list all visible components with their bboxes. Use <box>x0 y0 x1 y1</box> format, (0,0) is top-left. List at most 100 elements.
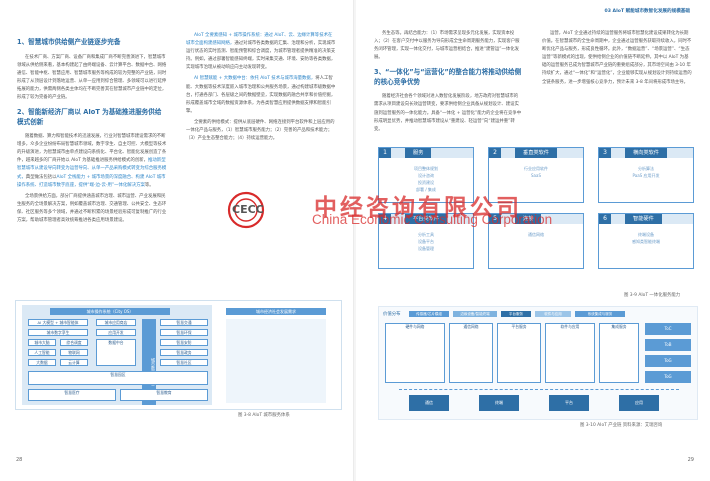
aiot-service-figure: 1 服务 项目整体规划 设计咨询 投资建设 部署 / 集成 2 垂直类软件 行业… <box>378 147 696 287</box>
tile-line: 设计咨询 <box>418 173 434 178</box>
tile-number: 1 <box>379 148 391 158</box>
figure-tile: 3 横向类软件 分析算法 PaaS 应用开发 <box>598 147 694 203</box>
figure-tile: 4 平台类软件 分析工具 设备平台 设备管理 <box>378 213 474 269</box>
figure-right-panel <box>226 319 326 403</box>
figure-item: 数据中台 <box>96 339 136 366</box>
tile-line: 投资建设 <box>418 180 434 185</box>
highlight-text: AIoT 全栈能力 + 城市场景的深度融合、构建 AIoT 城市操作系统、打造城… <box>17 174 166 188</box>
tile-title: 智能硬件 <box>625 214 662 224</box>
chain-block: 平台服务 <box>497 323 541 383</box>
figure-item: AI 大模型 + 城市智能体 <box>28 319 88 326</box>
figure-item: 智慧交通 <box>160 319 208 326</box>
chain-block: 软件与应用 <box>545 323 595 383</box>
right-column-2: 运营，AIoT 企业通过持续的运营服务将城市智慧化建设成果转化为长期价值。在智慧… <box>542 30 692 90</box>
legend-item: 系统集成与服务 <box>575 311 625 317</box>
highlight-text: AI 智慧赋能 + 大数据中台：依托 AIoT 技术与城市海量数据， <box>194 76 316 82</box>
tile-number: 6 <box>599 214 611 224</box>
chain-block: 通信网络 <box>449 323 493 383</box>
paragraph: 务生态等。再结合能力：（1）市场需求呈现多元化发展，实现资本投入；（2）在客户交… <box>374 31 520 61</box>
highlight-text: AIoT 全要素感知 + 城市操作系统：通过 AIoT、云、边缘计算等技术在城市… <box>186 33 333 47</box>
legend-item: 平台服务 <box>501 311 531 317</box>
bottom-block: 应用 <box>619 395 659 411</box>
figure-item: 智慧政务 <box>160 349 208 356</box>
tile-title: 垂直类软件 <box>515 148 557 158</box>
paragraph: 在技术厂商、方案厂商、设备厂商和集成厂商不断完善演进下，智慧城市领域从供给侧来看… <box>17 54 167 100</box>
left-column-2: AIoT 全要素感知 + 城市操作系统：通过 AIoT、云、边缘计算等技术在城市… <box>186 32 336 146</box>
figure-item: 应用开发 <box>96 329 136 336</box>
tile-line: 部署 / 集成 <box>416 187 436 192</box>
aiot-industry-chain-figure: 价值分布 传感器/芯片模组 边缘设备/智能终端 平台服务 软件与应用 系统集成与… <box>378 306 698 420</box>
figure-item: 智慧安防 <box>160 339 208 346</box>
section-title-2: 2、智能新经济厂商以 AIoT 为基础推进服务供给模式创新 <box>17 108 162 126</box>
city-os-figure: 城市操作系统（City OS） AI 大模型 + 城市智能体 城市数字孪生 城市… <box>15 300 342 410</box>
figure-tile: 2 垂直类软件 行业应用软件 SaaS <box>488 147 584 203</box>
figure-tile: 1 服务 项目整体规划 设计咨询 投资建设 部署 / 集成 <box>378 147 474 203</box>
legend-item: 传感器/芯片模组 <box>409 311 449 317</box>
tile-number: 3 <box>599 148 611 158</box>
legend-item: 软件与应用 <box>535 311 571 317</box>
paragraph: 随着经济社会各个领域对进入数智化发展阶段，地方政府对智慧城市的需求从项目建设向长… <box>374 94 522 132</box>
figure-item: 云计算 <box>60 359 88 366</box>
paragraph: 随着数据、算力和智能技术的迅速发展，行业对智慧城市建设需求的不断增多，众多企业纷… <box>17 133 167 190</box>
figure-title: 城市操作系统（City OS） <box>50 308 170 315</box>
tile-title: 平台类软件 <box>405 214 447 224</box>
figure-item: 智慧园区 <box>28 371 208 385</box>
section-title-1: 1、智慧城市供给侧产业链逐步完备 <box>17 38 121 46</box>
tile-line: PaaS 应用开发 <box>632 173 660 178</box>
book-gutter <box>353 0 357 481</box>
right-page: 03 AIoT 赋能城市数智化发展的规模基础 务生态等。再结合能力：（1）市场需… <box>356 0 710 481</box>
tag: ToC <box>645 323 691 335</box>
figure-item: 人工智能 <box>28 349 56 356</box>
tile-line: 行业应用软件 <box>524 166 548 171</box>
highlight-text: 推动新型智慧城市从建设导向转变为运营导向、从单一产品采购模式转变为综合服务模式， <box>17 158 167 180</box>
tile-line: 设备平台 <box>418 239 434 244</box>
figure-caption: 图 3-8 AIoT 城市服务体系 <box>238 413 290 418</box>
text: 典型做法包括以 <box>25 174 57 180</box>
paragraph: AI 智慧赋能 + 大数据中台：依托 AIoT 技术与城市海量数据，将人工智能、… <box>186 75 336 115</box>
legend-item: 边缘设备/智能终端 <box>453 311 497 317</box>
row-label: 价值分布 <box>383 312 401 317</box>
figure-item: 物联网 <box>60 349 88 356</box>
paragraph: 全场景供给方面，部分厂商提供涵盖城市治理、城市运营、产业发展和民生服务的全场景解… <box>17 193 167 223</box>
figure-right-title: 城市经济社会发展需求 <box>226 308 326 315</box>
bottom-block: 通信 <box>409 395 449 411</box>
figure-item: 智慧教育 <box>120 389 208 401</box>
page-number: 28 <box>16 457 23 463</box>
left-column-1: 1、智慧城市供给侧产业链逐步完备 在技术厂商、方案厂商、设备厂商和集成厂商不断完… <box>17 32 167 228</box>
tile-line: SaaS <box>531 173 541 178</box>
figure-tile: 5 连接 通信网络 <box>488 213 584 269</box>
figure-item: 大数据 <box>28 359 56 366</box>
tile-line: 项目整体规划 <box>414 166 438 171</box>
figure-item: 城市数字孪生 <box>28 329 88 336</box>
section-title-3: 3、“一体化”与“运营化”的整合能力将推动供给侧的核心竞争优势 <box>374 68 522 86</box>
tile-number: 4 <box>379 214 391 224</box>
figure-item: 智慧社区 <box>160 359 208 366</box>
text: 随着数据、算力和智能技术的迅速发展，行业对智慧城市建设需求的不断增多，众多企业纷… <box>17 134 167 164</box>
divider-line <box>399 389 679 390</box>
tile-line: 感知类智能终端 <box>632 239 660 244</box>
chain-block: 硬件与网络 <box>385 323 445 383</box>
text: 将人工智能、大数据等技术深度嵌入城市治理和公共服务场景，通过构建城市级数据中台，… <box>186 76 336 114</box>
tile-line: 通信网络 <box>528 232 544 237</box>
paragraph: AIoT 全要素感知 + 城市操作系统：通过 AIoT、云、边缘计算等技术在城市… <box>186 32 336 72</box>
figure-item: 综合调度 <box>60 339 88 346</box>
bottom-block: 平台 <box>549 395 589 411</box>
tile-line: 终端设备 <box>638 232 654 237</box>
figure-tile: 6 智能硬件 终端设备 感知类智能终端 <box>598 213 694 269</box>
tile-title: 连接 <box>515 214 542 224</box>
figure-item: 智慧医疗 <box>28 389 116 401</box>
tile-title: 服务 <box>405 148 432 158</box>
text: 通过对城市各类数据的汇集、治理和分析，实现城市运行状态的实时监测、智能预警和综合… <box>186 41 336 71</box>
tile-line: 分析算法 <box>638 166 654 171</box>
tile-line: 分析工具 <box>418 232 434 237</box>
right-column-1: 务生态等。再结合能力：（1）市场需求呈现多元化发展，实现资本投入；（2）在客户交… <box>374 30 522 137</box>
figure-caption: 图 3-9 AIoT 一体化服务能力 <box>624 293 681 298</box>
tile-number: 2 <box>489 148 501 158</box>
figure-caption: 图 3-10 AIoT 产业链 资料来源：艾瑞咨询 <box>580 423 663 428</box>
text: 等。 <box>144 182 154 188</box>
paragraph: 全要素的供给模式：提供从底层硬件、网络连接到平台软件和上层应用的一体化产品与服务… <box>186 119 335 142</box>
figure-item: 城市大脑 <box>28 339 56 346</box>
tag: ToG <box>645 371 691 383</box>
tile-line: 设备管理 <box>418 246 434 251</box>
tag: ToG <box>645 355 691 367</box>
